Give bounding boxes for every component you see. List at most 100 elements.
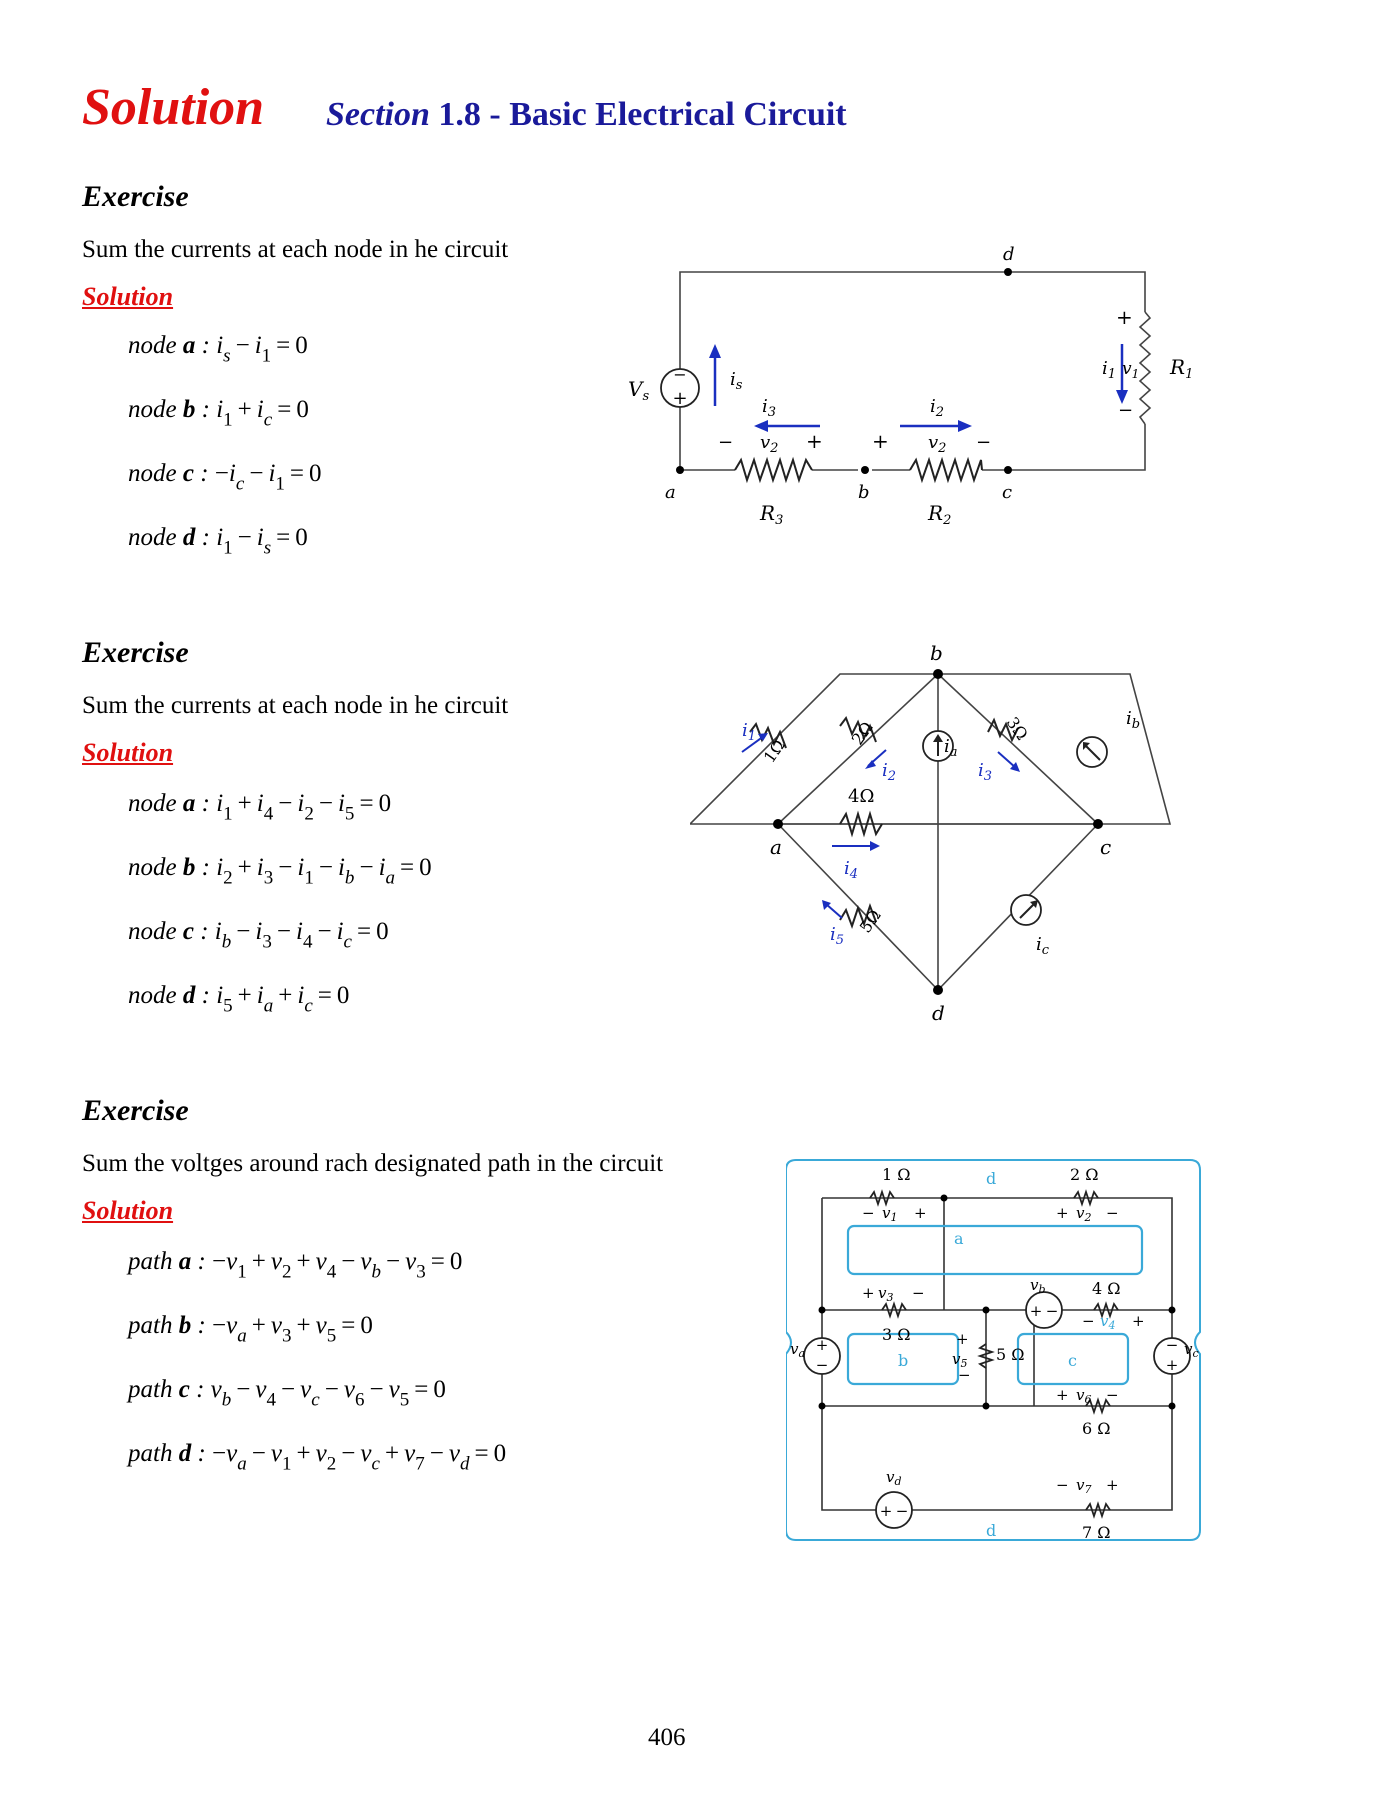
- equation-label: node d :: [128, 982, 217, 1009]
- svg-text:v7: v7: [1076, 1476, 1091, 1496]
- equation-label: node c :: [128, 460, 215, 487]
- exercise-heading: Exercise: [82, 1094, 189, 1127]
- svg-text:v5: v5: [952, 1350, 967, 1370]
- circuit-diagram-2: b a c d 1Ω 2Ω 3Ω 4Ω 5Ω ia ib ic i1 i2 i3…: [690, 641, 1172, 1025]
- solution-link[interactable]: Solution: [82, 738, 174, 767]
- node-label: c: [1002, 482, 1012, 503]
- equation-label: node d :: [128, 524, 217, 551]
- voltage-source-icon: [875, 1491, 913, 1529]
- svg-text:vb: vb: [1030, 1276, 1046, 1296]
- svg-text:v1: v1: [882, 1204, 897, 1224]
- resistor-label: R1: [1169, 355, 1193, 382]
- equation: node c : ib − i3 − i4 − ic = 0: [128, 918, 389, 954]
- section-title: Section 1.8 - Basic Electrical Circuit: [326, 96, 847, 134]
- svg-text:+: +: [862, 1284, 875, 1302]
- svg-text:+: +: [880, 1502, 893, 1520]
- svg-text:−: −: [816, 1356, 829, 1374]
- svg-text:+: +: [1116, 305, 1133, 329]
- resistor-label: R3: [759, 501, 783, 528]
- svg-text:i3: i3: [762, 396, 776, 420]
- svg-text:−: −: [862, 1204, 875, 1222]
- source-label: Vs: [628, 377, 649, 404]
- svg-text:−: −: [1082, 1312, 1095, 1330]
- equation-expression: −ic − i1 = 0: [214, 460, 322, 495]
- svg-text:+: +: [1106, 1476, 1119, 1494]
- svg-text:5 Ω: 5 Ω: [996, 1345, 1025, 1364]
- svg-text:4Ω: 4Ω: [848, 786, 874, 807]
- svg-text:v3: v3: [878, 1284, 893, 1304]
- svg-text:−: −: [1118, 400, 1133, 421]
- svg-text:−: −: [976, 432, 991, 453]
- svg-text:a: a: [954, 1229, 964, 1248]
- node-label: b: [858, 482, 870, 503]
- svg-text:4 Ω: 4 Ω: [1092, 1279, 1121, 1298]
- svg-text:1Ω: 1Ω: [760, 736, 789, 766]
- svg-text:7 Ω: 7 Ω: [1082, 1523, 1111, 1542]
- svg-text:i1: i1: [1102, 358, 1116, 382]
- svg-text:ic: ic: [1036, 934, 1050, 958]
- equation-expression: i1 + i4 − i2 − i5 = 0: [216, 790, 392, 825]
- svg-text:i2: i2: [882, 760, 896, 784]
- exercise-heading: Exercise: [82, 636, 189, 669]
- resistor-label: R2: [927, 501, 951, 528]
- equation-expression: i5 + ia + ic = 0: [216, 982, 350, 1017]
- exercise-prompt: Sum the currents at each node in he circ…: [82, 692, 509, 719]
- voltage-source-icon: [1153, 1337, 1191, 1375]
- svg-text:+: +: [1056, 1386, 1069, 1404]
- svg-text:3 Ω: 3 Ω: [882, 1325, 911, 1344]
- svg-text:+: +: [806, 429, 823, 453]
- svg-text:−: −: [1106, 1386, 1119, 1404]
- svg-text:+: +: [672, 388, 687, 409]
- equation-expression: i2 + i3 − i1 − ib − ia = 0: [216, 854, 432, 889]
- svg-text:−: −: [1166, 1336, 1179, 1354]
- svg-text:−: −: [958, 1366, 971, 1384]
- svg-text:1 Ω: 1 Ω: [882, 1165, 911, 1184]
- exercise-heading: Exercise: [82, 180, 189, 213]
- solution-link[interactable]: Solution: [82, 1196, 174, 1225]
- equation-label: path c :: [128, 1376, 211, 1403]
- equation: path c : vb − v4 − vc − v6 − v5 = 0: [128, 1376, 446, 1412]
- svg-text:ia: ia: [944, 736, 958, 760]
- equation: path a : −v1 + v2 + v4 − vb − v3 = 0: [128, 1248, 462, 1284]
- svg-text:+: +: [956, 1330, 969, 1348]
- current-source-icon: [1010, 894, 1042, 926]
- equation-label: path b :: [128, 1312, 213, 1339]
- svg-text:2Ω: 2Ω: [848, 718, 877, 748]
- node-label: d: [1003, 244, 1015, 265]
- svg-text:v1: v1: [1122, 359, 1139, 381]
- exercise-prompt: Sum the currents at each node in he circ…: [82, 236, 509, 263]
- svg-text:vd: vd: [886, 1468, 902, 1488]
- svg-text:+: +: [914, 1204, 927, 1222]
- node-label: a: [770, 835, 782, 859]
- equation-expression: is − i1 = 0: [216, 332, 308, 367]
- svg-text:+: +: [1056, 1204, 1069, 1222]
- svg-text:d: d: [986, 1169, 996, 1188]
- svg-text:−: −: [1046, 1302, 1059, 1320]
- svg-text:c: c: [1068, 1351, 1077, 1370]
- solution-title: Solution: [82, 79, 265, 136]
- equation: node d : i5 + ia + ic = 0: [128, 982, 349, 1018]
- equation: path d : −va − v1 + v2 − vc + v7 − vd = …: [128, 1440, 506, 1476]
- svg-text:−: −: [1106, 1204, 1119, 1222]
- equation-label: node b :: [128, 396, 217, 423]
- svg-text:d: d: [986, 1521, 996, 1540]
- svg-text:i3: i3: [978, 760, 992, 784]
- svg-text:+: +: [1030, 1302, 1043, 1320]
- equation-label: node c :: [128, 918, 215, 945]
- svg-text:b: b: [898, 1351, 908, 1370]
- equation: node a : i1 + i4 − i2 − i5 = 0: [128, 790, 391, 826]
- svg-text:i5: i5: [830, 924, 844, 948]
- equation-label: path d :: [128, 1440, 213, 1467]
- equation-label: node a :: [128, 332, 217, 359]
- equation: node d : i1 − is = 0: [128, 524, 308, 560]
- svg-text:+: +: [1132, 1312, 1145, 1330]
- section-name: 1.8 - Basic Electrical Circuit: [438, 96, 847, 133]
- svg-text:6 Ω: 6 Ω: [1082, 1419, 1111, 1438]
- svg-text:i1: i1: [742, 720, 756, 744]
- solution-link[interactable]: Solution: [82, 282, 174, 311]
- equation-expression: ib − i3 − i4 − ic = 0: [214, 918, 389, 953]
- equation: node b : i1 + ic = 0: [128, 396, 309, 432]
- svg-text:2 Ω: 2 Ω: [1070, 1165, 1099, 1184]
- svg-text:va: va: [790, 1340, 805, 1360]
- svg-text:−: −: [1056, 1476, 1069, 1494]
